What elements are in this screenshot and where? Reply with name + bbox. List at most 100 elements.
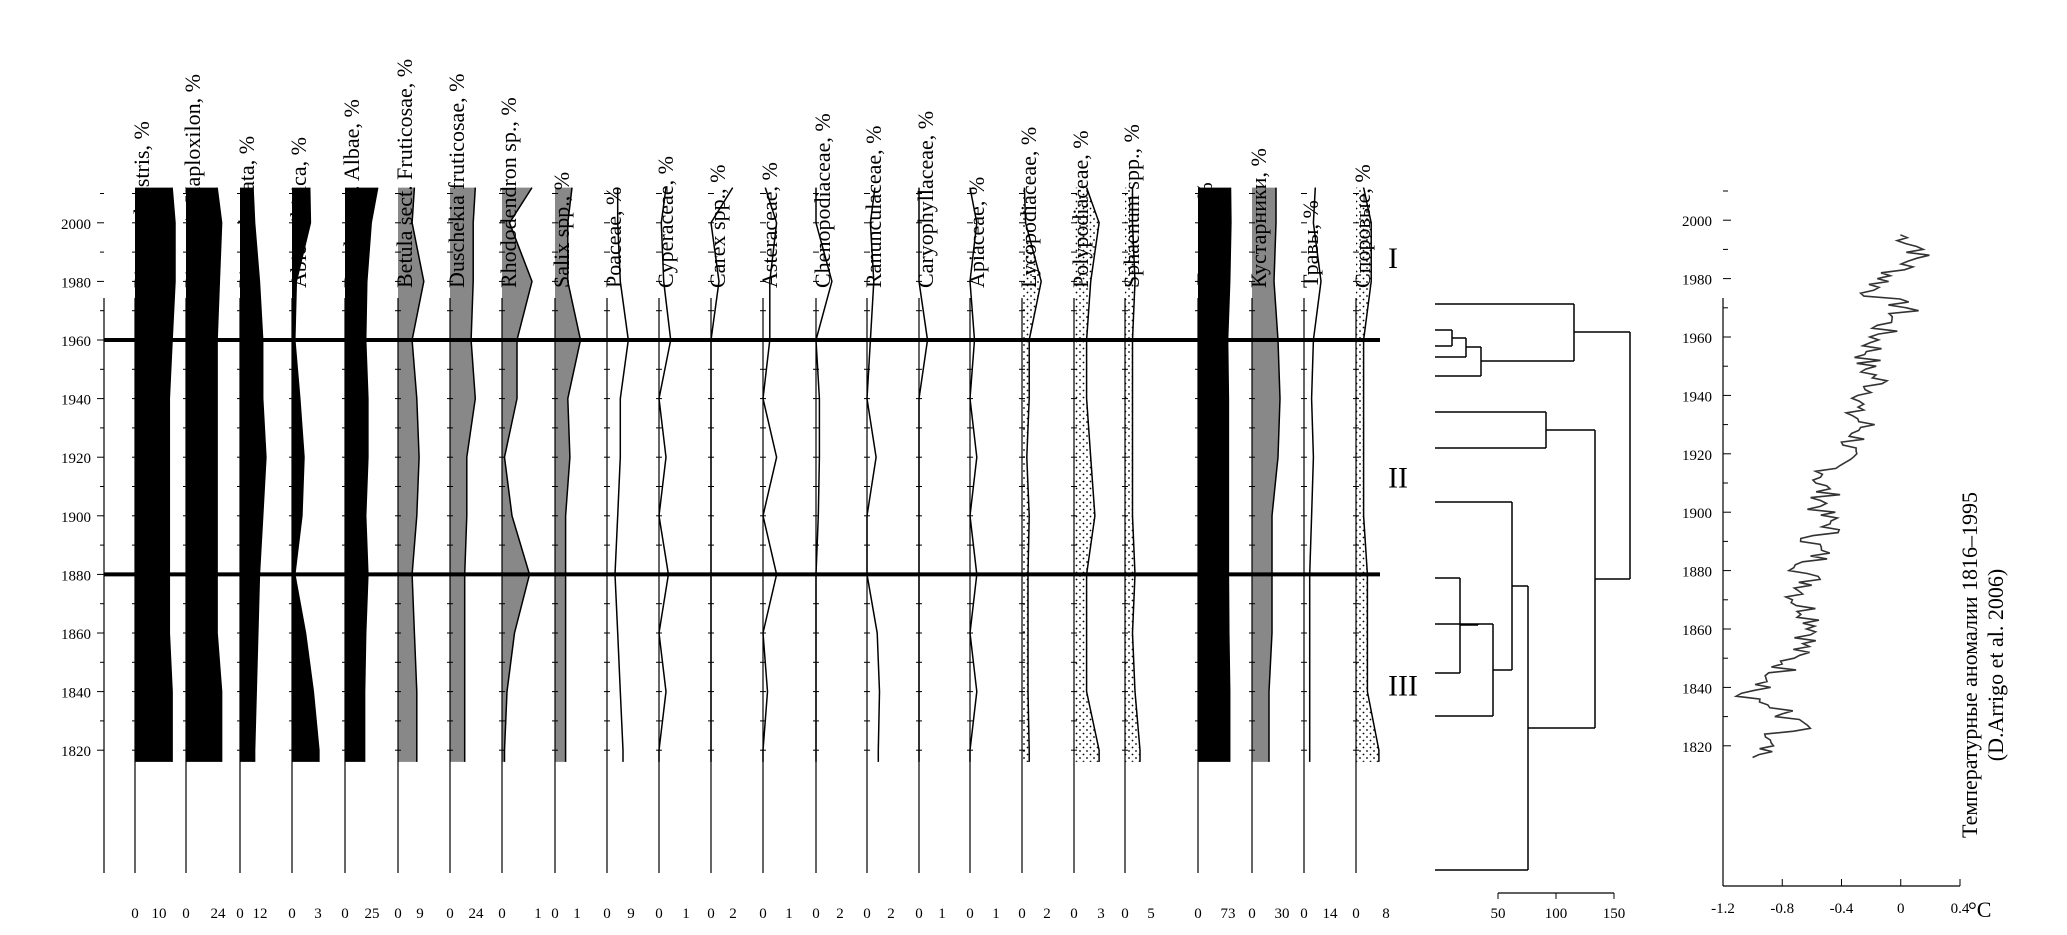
- temperature-x-tick-label: 0.4: [1951, 901, 1970, 917]
- pollen-curve: [1085, 187, 1100, 762]
- pollen-column-polypodiaceae: Polypodiaceae, % 0 3: [1068, 130, 1105, 922]
- pollen-column-label: Pinus s/g Haploxilon, %: [180, 74, 205, 288]
- temperature-y-tick-label: 1940: [1682, 389, 1712, 405]
- pollen-curve: [614, 187, 630, 762]
- pollen-column-label: Ranunculaceae, %: [861, 126, 886, 288]
- pollen-x-tick-label: 0: [1352, 906, 1360, 922]
- pollen-x-tick-label: 1: [992, 906, 1000, 922]
- temperature-y-tick-label: 1920: [1682, 448, 1712, 464]
- pollen-curve: [866, 187, 881, 762]
- pollen-y-tick-label: 2000: [61, 217, 91, 233]
- pollen-x-tick-label: 0: [131, 906, 139, 922]
- pollen-column-label: Salix spp., %: [549, 172, 574, 288]
- pollen-x-tick-label: 25: [365, 906, 380, 922]
- pollen-x-tick-label: 73: [1221, 906, 1236, 922]
- pollen-x-tick-label: 1: [534, 906, 542, 922]
- pollen-curve: [216, 187, 223, 762]
- pollen-column-label: Carex spp., %: [705, 165, 730, 288]
- pollen-area: [345, 187, 378, 762]
- pollen-column-label: Кустарники, %: [1246, 148, 1271, 288]
- pollen-area: [450, 187, 476, 762]
- pollen-area: [240, 187, 266, 762]
- pollen-x-tick-label: 3: [1097, 906, 1105, 922]
- pollen-column-label: Asteraceae, %: [757, 162, 782, 288]
- pollen-area: [555, 187, 581, 762]
- pollen-x-tick-label: 0: [182, 906, 190, 922]
- pollen-area: [135, 187, 175, 762]
- pollen-y-tick-label: 1920: [61, 451, 91, 467]
- pollen-column-label: Picea obovata, %: [234, 136, 259, 288]
- temperature-y-tick-label: 1880: [1682, 565, 1712, 581]
- pollen-x-tick-label: 1: [785, 906, 793, 922]
- dendrogram-x-tick-label: 50: [1491, 906, 1506, 922]
- pollen-x-tick-label: 9: [416, 906, 424, 922]
- pollen-x-tick-label: 0: [707, 906, 715, 922]
- pollen-x-tick-label: 3: [314, 906, 322, 922]
- pollen-y-tick-label: 1880: [61, 568, 91, 584]
- pollen-diagram: 2000198019601940192019001880186018401820…: [61, 59, 1418, 922]
- pollen-x-tick-label: 2: [1043, 906, 1051, 922]
- pollen-x-tick-label: 0: [966, 906, 974, 922]
- pollen-column-label: Pinus sylvestris, %: [129, 121, 154, 288]
- pollen-area: [1198, 187, 1231, 762]
- pollen-column-label: Cyperaceae, %: [653, 156, 678, 288]
- temperature-y-tick-label: 1900: [1682, 506, 1712, 522]
- pollen-x-tick-label: 1: [682, 906, 690, 922]
- pollen-curve: [1226, 187, 1232, 762]
- pollen-x-tick-label: 2: [887, 906, 895, 922]
- zone-label-ii: II: [1388, 462, 1408, 495]
- pollen-x-tick-label: 0: [236, 906, 244, 922]
- dendrogram-x-tick-label: 100: [1545, 906, 1568, 922]
- zone-label-i: I: [1388, 242, 1398, 275]
- pollen-x-tick-label: 0: [394, 906, 402, 922]
- pollen-column-label: Apiaceae, %: [964, 177, 989, 288]
- pollen-column-label: Chenopodiaceae, %: [810, 113, 835, 288]
- pollen-x-tick-label: 10: [152, 906, 167, 922]
- temperature-x-tick-label: -1.2: [1711, 901, 1735, 917]
- pollen-curve: [168, 187, 176, 762]
- pollen-column-picea-obovata: Picea obovata, % 0 12: [234, 136, 268, 922]
- pollen-curve: [1131, 187, 1141, 762]
- temperature-y-tick-label: 2000: [1682, 214, 1712, 230]
- temperature-chart-subtitle: (D.Arrigo et al. 2006): [1983, 569, 2008, 761]
- temperature-x-unit: °C: [1968, 897, 1991, 922]
- pollen-area: [292, 187, 319, 762]
- pollen-area: [1022, 187, 1042, 762]
- pollen-x-tick-label: 12: [253, 906, 268, 922]
- pollen-column-apiaceae: Apiaceae, % 0 1: [964, 177, 1000, 922]
- pollen-curve: [503, 187, 533, 762]
- pollen-x-tick-label: 24: [469, 906, 485, 922]
- pollen-x-tick-label: 5: [1147, 906, 1155, 922]
- pollen-y-tick-label: 1900: [61, 510, 91, 526]
- pollen-area: [398, 187, 424, 762]
- pollen-curve: [294, 187, 320, 762]
- pollen-curve: [252, 187, 267, 762]
- pollen-x-tick-label: 0: [1070, 906, 1078, 922]
- pollen-curve: [969, 187, 978, 762]
- pollen-column-label: Sphaenum spp., %: [1119, 124, 1144, 288]
- temperature-x-tick-label: 0: [1897, 901, 1905, 917]
- pollen-x-tick-label: 0: [446, 906, 454, 922]
- pollen-column-label: Травы, %: [1298, 200, 1323, 288]
- temperature-y-tick-label: 1840: [1682, 681, 1712, 697]
- temperature-chart-title: Температурные аномалии 1816–1995: [1957, 492, 1982, 838]
- pollen-area: [186, 187, 222, 762]
- pollen-x-tick-label: 0: [1194, 906, 1202, 922]
- pollen-column-label: Betula sect. Albae, %: [339, 99, 364, 288]
- pollen-column-label: Polypodiaceae, %: [1068, 130, 1093, 288]
- pollen-x-tick-label: 2: [836, 906, 844, 922]
